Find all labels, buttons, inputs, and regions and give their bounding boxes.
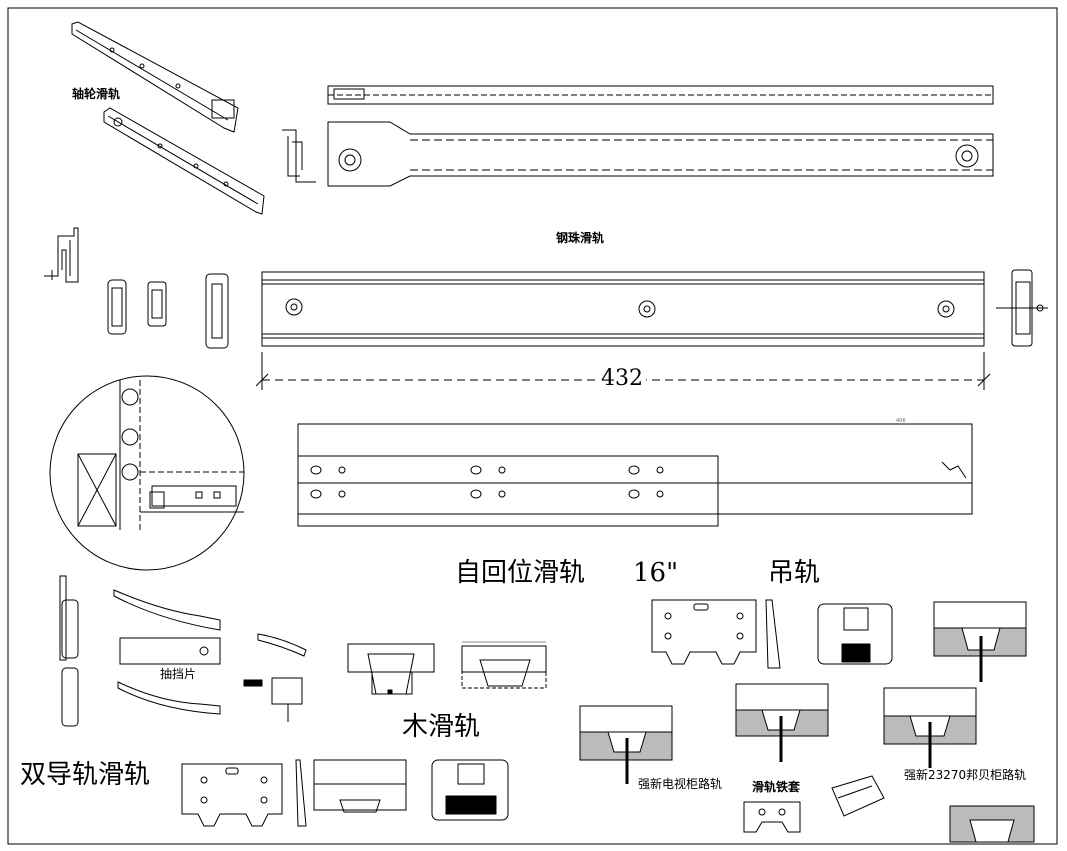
roller-slide-drawing [72, 22, 264, 214]
wood-slide [348, 642, 546, 694]
slide-iron-sleeve-label: 滑轨铁套 [752, 780, 801, 794]
tv-cabinet-rail [580, 706, 672, 784]
double-guide-slide [182, 760, 508, 826]
stop-piece-parts [60, 576, 306, 726]
sheet-border [8, 8, 1057, 844]
hanging-rail-parts [652, 600, 1026, 682]
corner-part [950, 806, 1034, 842]
wood-slide-label: 木滑轨 [402, 712, 481, 742]
dimension-small-label: 406 [896, 418, 906, 424]
tv-cabinet-rail-label: 强新电视柜路轨 [638, 777, 723, 791]
ball-bearing-slide [262, 270, 1048, 346]
cabinet-rail-23270-label: 强新23270邦贝柜路轨 [904, 768, 1027, 782]
stop-piece-label: 抽挡片 [160, 667, 197, 681]
double-guide-slide-label: 双导轨滑轨 [20, 760, 151, 790]
ball-bearing-slide-label: 钢珠滑轨 [556, 231, 605, 245]
self-closing-slide-label: 自回位滑轨 [455, 558, 586, 588]
center-rail-mount [736, 684, 828, 762]
slide-iron-sleeve [744, 776, 884, 832]
dimension-432-label: 432 [598, 368, 646, 390]
cabinet-rail-23270 [884, 688, 976, 768]
top-long-slide [282, 86, 993, 186]
dimension-line-432 [256, 352, 990, 390]
left-profile-parts [44, 228, 228, 348]
hanging-rail-label: 吊轨 [768, 558, 821, 588]
self-closing-slide [298, 424, 972, 526]
roller-slide-label: 轴轮滑轨 [72, 87, 121, 101]
detail-circle [50, 376, 244, 570]
size-16-label: 16" [633, 558, 679, 588]
